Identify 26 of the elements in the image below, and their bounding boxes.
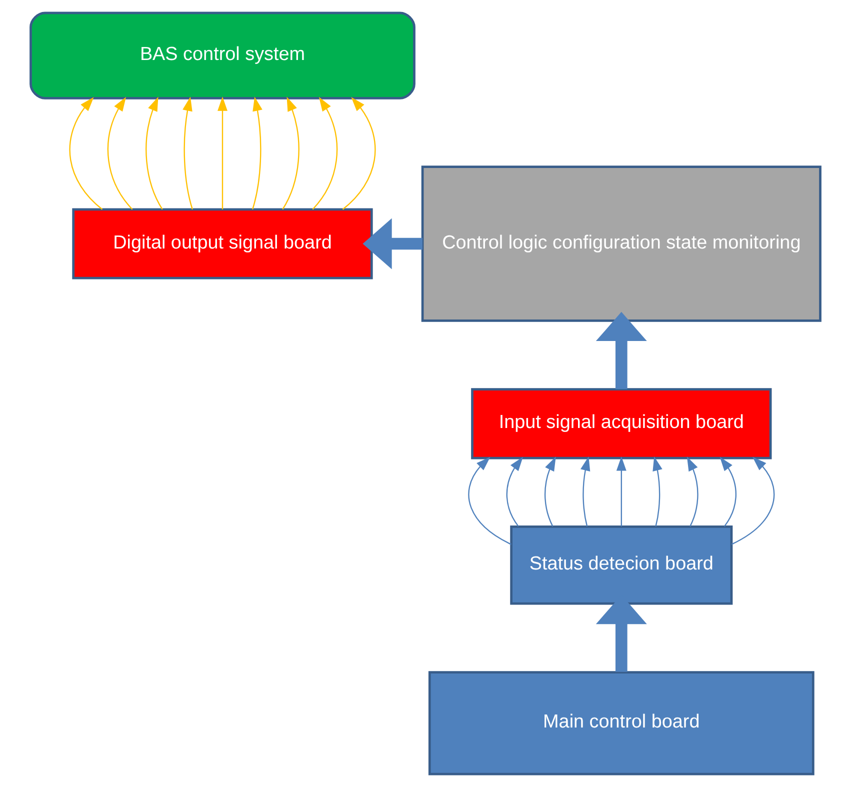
arrow (252, 96, 262, 210)
arrow (217, 96, 227, 210)
node-box: Control logic configuration state monitoring (420, 166, 821, 322)
arrow (282, 96, 299, 210)
arrow (68, 97, 102, 210)
node-box: Digital output signal board (72, 208, 372, 280)
arrow (342, 97, 376, 210)
arrow (362, 218, 422, 270)
arrow (312, 96, 338, 210)
arrow (686, 456, 698, 527)
arrow (544, 456, 556, 527)
arrow (580, 456, 590, 526)
arrow (616, 456, 626, 526)
arrow (595, 312, 646, 390)
arrow (182, 96, 192, 210)
arrow (730, 456, 774, 545)
arrow (145, 96, 162, 210)
arrow (106, 96, 132, 210)
node-box: Input signal acquisition board (470, 388, 772, 460)
node-box: Main control board (428, 671, 814, 776)
node-box: BAS control system (29, 12, 415, 100)
arrow (719, 456, 736, 527)
arrow (506, 456, 522, 527)
arrow (468, 456, 511, 545)
node-box: Status detecion board (510, 525, 732, 605)
arrow (652, 456, 662, 526)
